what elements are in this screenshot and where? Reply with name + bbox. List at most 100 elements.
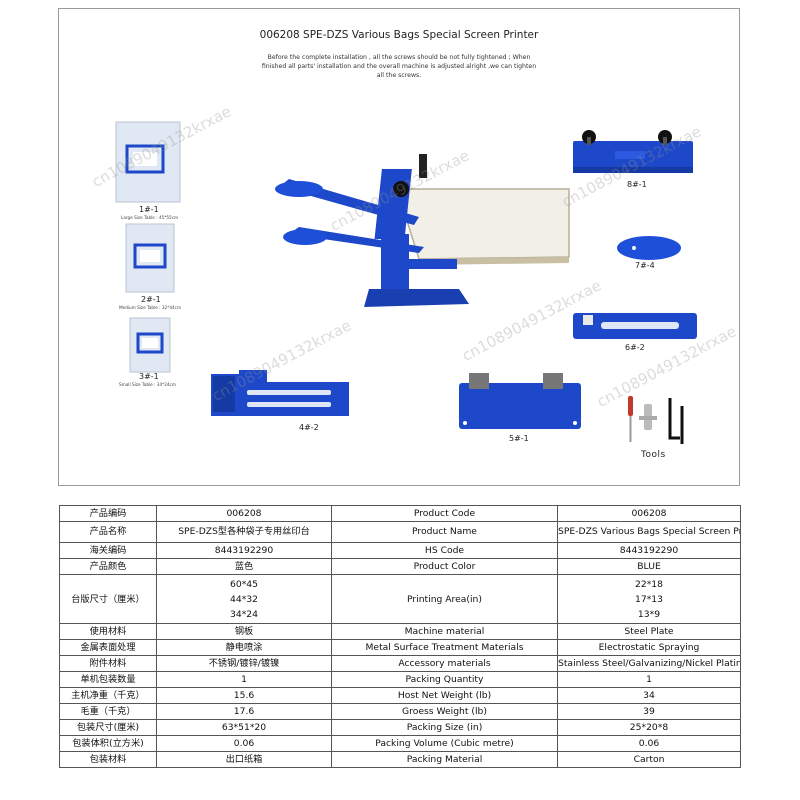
- en-label-cell: Product Name: [331, 521, 558, 543]
- cn-value-cell: 0.06: [156, 735, 332, 752]
- en-label-cell: Host Net Weight (lb): [331, 687, 558, 704]
- en-value-cell: Stainless Steel/Galvanizing/Nickel Plati…: [557, 655, 741, 672]
- table-row: 台版尺寸（厘米） 60*45 44*32 34*24 Printing Area…: [59, 574, 741, 624]
- en-size-medium: 17*13: [635, 593, 663, 605]
- part-5-1-image: [459, 373, 581, 429]
- cn-value-cell: 蓝色: [156, 558, 332, 575]
- table-row: 主机净重（千克） 15.6 Host Net Weight (lb) 34: [59, 687, 741, 704]
- cn-size-small: 34*24: [230, 608, 258, 620]
- cn-label-cell: 包装体积(立方米): [59, 735, 157, 752]
- cn-label-cell: 单机包装数量: [59, 671, 157, 688]
- cn-size-medium: 44*32: [230, 593, 258, 605]
- en-label-cell: Packing Size (in): [331, 719, 558, 736]
- spec-table: 产品编码 006208 Product Code 006208 产品名称 SPE…: [59, 505, 741, 768]
- cn-size-large: 60*45: [230, 578, 258, 590]
- cn-value-cell: 8443192290: [156, 542, 332, 559]
- en-size-large: 22*18: [635, 578, 663, 590]
- table-row: 单机包装数量 1 Packing Quantity 1: [59, 671, 741, 688]
- tools-label: Tools: [641, 450, 666, 460]
- en-value-cell: 006208: [557, 505, 741, 522]
- part-label-1-1: 1#-1: [139, 205, 159, 214]
- en-value-cell: Electrostatic Spraying: [557, 639, 741, 656]
- en-value-cell: 34: [557, 687, 741, 704]
- table-row: 包装尺寸(厘米) 63*51*20 Packing Size (in) 25*2…: [59, 719, 741, 736]
- cn-value-cell: 不锈钢/镀锌/镀镍: [156, 655, 332, 672]
- cn-label-cell: 产品编码: [59, 505, 157, 522]
- part-label-6-2: 6#-2: [625, 343, 645, 352]
- part-8-1-image: [573, 130, 693, 173]
- en-label-cell: HS Code: [331, 542, 558, 559]
- cn-label-cell: 包装材料: [59, 751, 157, 768]
- table-row: 包装体积(立方米) 0.06 Packing Volume (Cubic met…: [59, 735, 741, 752]
- product-figure: 006208 SPE-DZS Various Bags Special Scre…: [58, 8, 740, 486]
- cn-label-cell: 产品名称: [59, 521, 157, 543]
- en-label-cell: Groess Weight (lb): [331, 703, 558, 720]
- cn-value-cell: SPE-DZS型各种袋子专用丝印台: [156, 521, 332, 543]
- en-value-cell: Steel Plate: [557, 623, 741, 640]
- en-value-cell: 1: [557, 671, 741, 688]
- en-label-cell: Packing Quantity: [331, 671, 558, 688]
- cn-label-cell: 包装尺寸(厘米): [59, 719, 157, 736]
- part-label-3-1: 3#-1: [139, 372, 159, 381]
- en-label-cell: Packing Volume (Cubic metre): [331, 735, 558, 752]
- part-label-4-2: 4#-2: [299, 423, 319, 432]
- en-value-cell: BLUE: [557, 558, 741, 575]
- small-pallet-image: [129, 317, 171, 373]
- table-row: 毛重（千克） 17.6 Groess Weight (lb) 39: [59, 703, 741, 720]
- cn-label-cell: 金属表面处理: [59, 639, 157, 656]
- medium-pallet-image: [125, 223, 175, 293]
- en-label-cell: Printing Area(in): [331, 574, 558, 624]
- tools-image: [628, 396, 684, 444]
- cn-value-cell: 60*45 44*32 34*24: [156, 574, 332, 624]
- part-7-4-image: [617, 236, 681, 260]
- table-row: 产品编码 006208 Product Code 006208: [59, 505, 741, 522]
- cn-value-cell: 1: [156, 671, 332, 688]
- cn-value-cell: 63*51*20: [156, 719, 332, 736]
- cn-label-cell: 产品颜色: [59, 558, 157, 575]
- cn-label-cell: 主机净重（千克）: [59, 687, 157, 704]
- part-label-2-1: 2#-1: [141, 295, 161, 304]
- table-row: 金属表面处理 静电喷涂 Metal Surface Treatment Mate…: [59, 639, 741, 656]
- part-4-2-image: [211, 370, 349, 416]
- part-label-8-1: 8#-1: [627, 180, 647, 189]
- small-size-caption: Small Size Table : 34*24cm: [119, 382, 176, 387]
- part-label-5-1: 5#-1: [509, 434, 529, 443]
- cn-label-cell: 附件材料: [59, 655, 157, 672]
- cn-value-cell: 静电喷涂: [156, 639, 332, 656]
- en-value-cell: Carton: [557, 751, 741, 768]
- table-row: 使用材料 钢板 Machine material Steel Plate: [59, 623, 741, 640]
- en-size-small: 13*9: [637, 608, 661, 620]
- part-label-7-4: 7#-4: [635, 261, 655, 270]
- en-label-cell: Product Code: [331, 505, 558, 522]
- figure-title: 006208 SPE-DZS Various Bags Special Scre…: [259, 29, 539, 41]
- table-row: 产品名称 SPE-DZS型各种袋子专用丝印台 Product Name SPE-…: [59, 521, 741, 543]
- medium-size-caption: Medium Size Table : 32*44cm: [119, 305, 182, 310]
- large-size-caption: Large Size Table : 45*55cm: [121, 215, 179, 220]
- cn-value-cell: 出口纸箱: [156, 751, 332, 768]
- cn-value-cell: 钢板: [156, 623, 332, 640]
- en-value-cell: 8443192290: [557, 542, 741, 559]
- cn-label-cell: 台版尺寸（厘米）: [59, 574, 157, 624]
- en-value-cell: 22*18 17*13 13*9: [557, 574, 741, 624]
- table-row: 包装材料 出口纸箱 Packing Material Carton: [59, 751, 741, 768]
- large-pallet-image: [115, 121, 181, 203]
- en-value-cell: 25*20*8: [557, 719, 741, 736]
- en-value-cell: 0.06: [557, 735, 741, 752]
- en-value-cell: 39: [557, 703, 741, 720]
- table-row: 产品颜色 蓝色 Product Color BLUE: [59, 558, 741, 575]
- screen-printer-machine-image: [275, 154, 570, 307]
- cn-value-cell: 15.6: [156, 687, 332, 704]
- en-label-cell: Product Color: [331, 558, 558, 575]
- cn-label-cell: 海关编码: [59, 542, 157, 559]
- table-row: 海关编码 8443192290 HS Code 8443192290: [59, 542, 741, 559]
- cn-value-cell: 17.6: [156, 703, 332, 720]
- en-label-cell: Machine material: [331, 623, 558, 640]
- en-label-cell: Accessory materials: [331, 655, 558, 672]
- cn-label-cell: 毛重（千克）: [59, 703, 157, 720]
- cn-label-cell: 使用材料: [59, 623, 157, 640]
- en-value-cell: SPE-DZS Various Bags Special Screen Prin…: [557, 521, 741, 543]
- table-row: 附件材料 不锈钢/镀锌/镀镍 Accessory materials Stain…: [59, 655, 741, 672]
- en-label-cell: Metal Surface Treatment Materials: [331, 639, 558, 656]
- part-6-2-image: [573, 313, 697, 339]
- cn-value-cell: 006208: [156, 505, 332, 522]
